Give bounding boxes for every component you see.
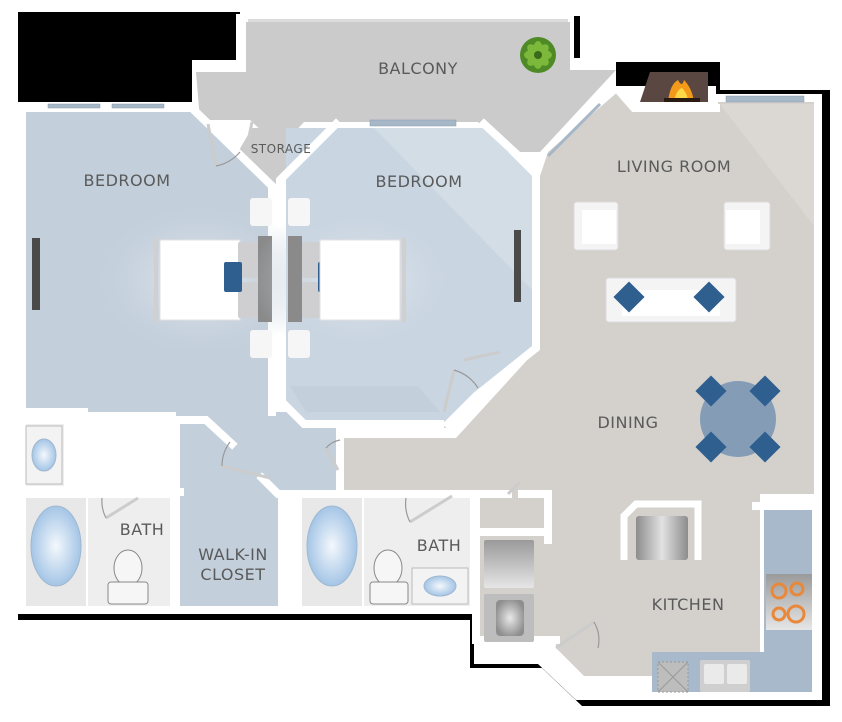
dining-table xyxy=(695,375,781,463)
tv-icon xyxy=(32,238,40,310)
plant-icon xyxy=(520,37,556,73)
doors xyxy=(101,121,600,650)
balcony-railing xyxy=(248,19,568,22)
dryer-icon xyxy=(484,540,534,588)
bedroom-2-closet-floor xyxy=(290,386,440,412)
armchair-right xyxy=(723,201,771,251)
walk-in-closet-floor xyxy=(178,424,278,606)
balcony-floor xyxy=(196,22,616,152)
room-label-bath-2: BATH xyxy=(416,536,462,555)
washer-icon xyxy=(484,594,534,642)
dishwasher-icon xyxy=(657,661,689,693)
fireplace-icon xyxy=(640,72,708,102)
room-label-balcony: BALCONY xyxy=(378,59,458,78)
bathroom-sink-icon xyxy=(411,567,469,605)
bedroom-2-light xyxy=(374,128,532,290)
kitchen-island-wall xyxy=(620,500,702,560)
double-sink-icon xyxy=(700,660,750,692)
nightstand xyxy=(250,330,272,358)
room-label-dining: DINING xyxy=(597,413,659,432)
sofa xyxy=(605,277,737,323)
room-label-kitchen: KITCHEN xyxy=(651,595,725,614)
tv-icon xyxy=(514,230,521,302)
armchair-left xyxy=(573,201,619,251)
room-label-living-room: LIVING ROOM xyxy=(616,157,732,176)
nightstand xyxy=(288,198,310,226)
living-room-light xyxy=(720,104,814,226)
kitchen-island xyxy=(636,516,688,560)
room-label-bedroom-1: BEDROOM xyxy=(83,171,171,190)
room-label-storage: STORAGE xyxy=(250,142,312,156)
room-label-walk-in-closet: WALK-IN CLOSET xyxy=(198,545,268,584)
sliding-door xyxy=(546,102,602,158)
stove-icon xyxy=(766,574,812,630)
bathtub-icon xyxy=(302,498,362,606)
toilet-icon xyxy=(107,549,149,605)
room-label-bath-1: BATH xyxy=(119,520,165,539)
bed-2 xyxy=(250,200,470,360)
nightstand xyxy=(250,198,272,226)
nightstand xyxy=(288,330,310,358)
toilet-icon xyxy=(369,549,409,605)
bathtub-icon xyxy=(26,498,86,606)
bathroom-sink-icon xyxy=(25,425,63,485)
room-label-bedroom-2: BEDROOM xyxy=(375,172,463,191)
windows xyxy=(47,95,805,127)
kitchen-counter xyxy=(652,510,812,692)
